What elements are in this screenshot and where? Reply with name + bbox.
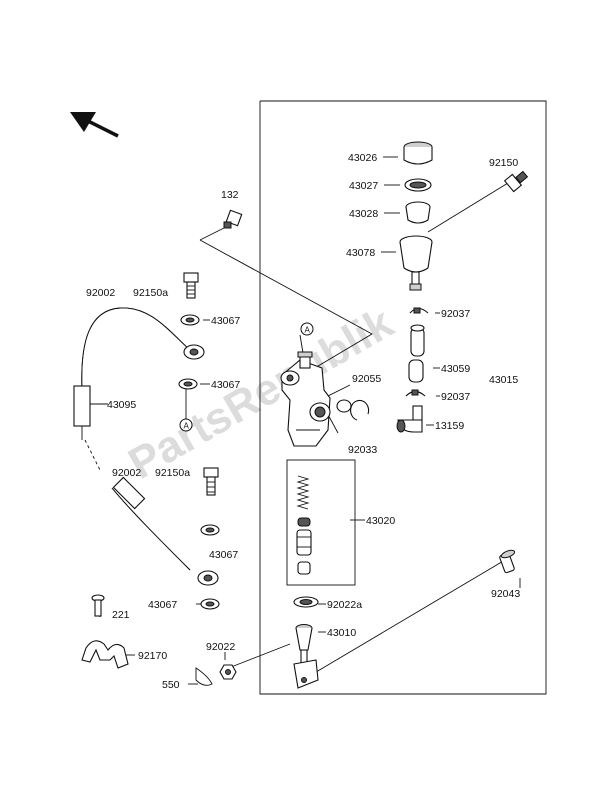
washer-1 [180,314,200,326]
hose-lower [408,359,424,383]
svg-text:A: A [184,422,190,431]
label-43078: 43078 [346,247,375,259]
clevis-nut [219,664,237,680]
label-92150a: 92150a [133,287,168,299]
label-43026: 43026 [348,152,377,164]
hose-clamp-bracket [81,640,129,669]
washer-2 [178,378,198,390]
circlip [350,399,370,421]
label-92002: 92002 [112,467,141,479]
label-92055: 92055 [352,373,381,385]
label-92033: 92033 [348,444,377,456]
label-43010: 43010 [327,627,356,639]
reservoir [399,235,433,291]
label-92150: 92150 [489,157,518,169]
washer-4 [200,598,220,610]
label-43067: 43067 [211,379,240,391]
hose-clamp-top [409,307,429,314]
cap-ring [404,178,432,192]
banjo-bolt-mid [203,467,219,496]
boot-ring [293,596,319,608]
master-cylinder-body [280,351,331,447]
label-43020: 43020 [366,515,395,527]
label-92037: 92037 [441,391,470,403]
cotter-pin [195,667,213,686]
svg-text:A: A [305,326,311,335]
spring-kit-frame [286,459,356,586]
washer-3 [200,524,220,536]
label-ticks [90,156,521,685]
clamp-screw [91,594,105,617]
label-92170: 92170 [138,650,167,662]
bleed-bolt [223,209,243,229]
reservoir-hose [410,324,425,357]
label-13159: 13159 [435,420,464,432]
label-221: 221 [112,609,130,621]
part-number-labels: 43026 43027 43028 92150 132 43078 92002 … [86,152,520,691]
assembly-frame [259,100,547,695]
label-43027: 43027 [349,180,378,192]
label-43067: 43067 [148,599,177,611]
watermark: PartsRepublik [121,298,402,489]
label-92043: 92043 [491,588,520,600]
o-ring [336,399,352,413]
label-43028: 43028 [349,208,378,220]
label-132: 132 [221,189,239,201]
label-92037: 92037 [441,308,470,320]
label-92022: 92022 [206,641,235,653]
label-43067: 43067 [211,315,240,327]
piston-spring-kit [296,475,312,575]
label-43095: 43095 [107,399,136,411]
label-43067: 43067 [209,549,238,561]
elbow-fitting [396,405,423,433]
callout-a-left: A [179,418,193,432]
clevis-pin [499,549,516,574]
hose-clamp-bottom [405,389,426,397]
diaphragm [405,201,431,224]
label-43059: 43059 [441,363,470,375]
direction-arrow-icon [70,112,119,138]
label-92022a: 92022a [327,599,362,611]
reservoir-cap [403,141,433,165]
label-92002: 92002 [86,287,115,299]
brake-hose [73,307,219,586]
banjo-bolt-top [183,272,199,299]
callout-a-top: A [300,322,314,336]
screw-right [503,170,529,193]
push-rod [293,624,319,689]
label-43015: 43015 [489,374,518,386]
label-550: 550 [162,679,180,691]
label-92150a: 92150a [155,467,190,479]
